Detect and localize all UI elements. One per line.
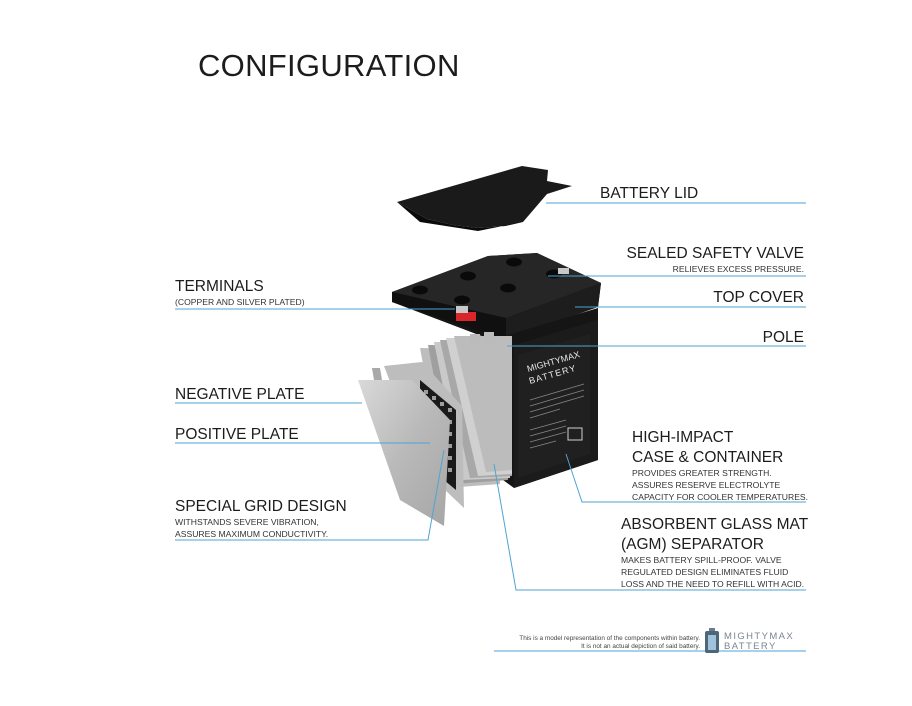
label-pole: POLE [762,329,804,346]
footer-disclaimer-line-1: This is a model representation of the co… [519,635,700,642]
label-top-cover: TOP COVER [713,289,804,306]
label-special-grid-design: SPECIAL GRID DESIGN [175,498,347,515]
label-negative-plate: NEGATIVE PLATE [175,386,305,403]
desc-case-line-3: CAPACITY FOR COOLER TEMPERATURES. [632,492,809,502]
label-agm-line-1: ABSORBENT GLASS MAT [621,516,809,533]
leader-lines [175,202,806,652]
desc-agm-line-3: LOSS AND THE NEED TO REFILL WITH ACID. [621,579,805,589]
battery-lid [397,166,572,231]
label-case-line-2: CASE & CONTAINER [632,449,784,466]
negative-plate [358,368,450,526]
label-agm-line-2: (AGM) SEPARATOR [621,536,764,553]
desc-case-line-2: ASSURES RESERVE ELECTROLYTE [632,480,781,490]
desc-terminals: (COPPER AND SILVER PLATED) [175,297,305,307]
label-battery-lid: BATTERY LID [600,185,699,202]
footer-brand-line-2: BATTERY [724,641,777,652]
label-positive-plate: POSITIVE PLATE [175,426,299,443]
desc-sealed-safety-valve: RELIEVES EXCESS PRESSURE. [672,264,804,274]
desc-agm-line-2: REGULATED DESIGN ELIMINATES FLUID [621,567,789,577]
top-cover [392,253,601,340]
label-case-line-1: HIGH-IMPACT [632,429,734,446]
footer-disclaimer-line-2: It is not an actual depiction of said ba… [581,643,700,650]
battery-case: MIGHTYMAX BATTERY [492,308,598,488]
desc-grid-line-1: WITHSTANDS SEVERE VIBRATION, [175,517,319,527]
label-sealed-safety-valve: SEALED SAFETY VALVE [626,245,804,262]
label-terminals: TERMINALS [175,278,264,295]
desc-grid-line-2: ASSURES MAXIMUM CONDUCTIVITY. [175,529,329,539]
battery-logo-icon [705,628,719,653]
footer-brand-line-1: MIGHTYMAX [724,631,795,642]
desc-agm-line-1: MAKES BATTERY SPILL-PROOF. VALVE [621,555,782,565]
desc-case-line-1: PROVIDES GREATER STRENGTH. [632,468,772,478]
page-title: CONFIGURATION [198,48,460,83]
